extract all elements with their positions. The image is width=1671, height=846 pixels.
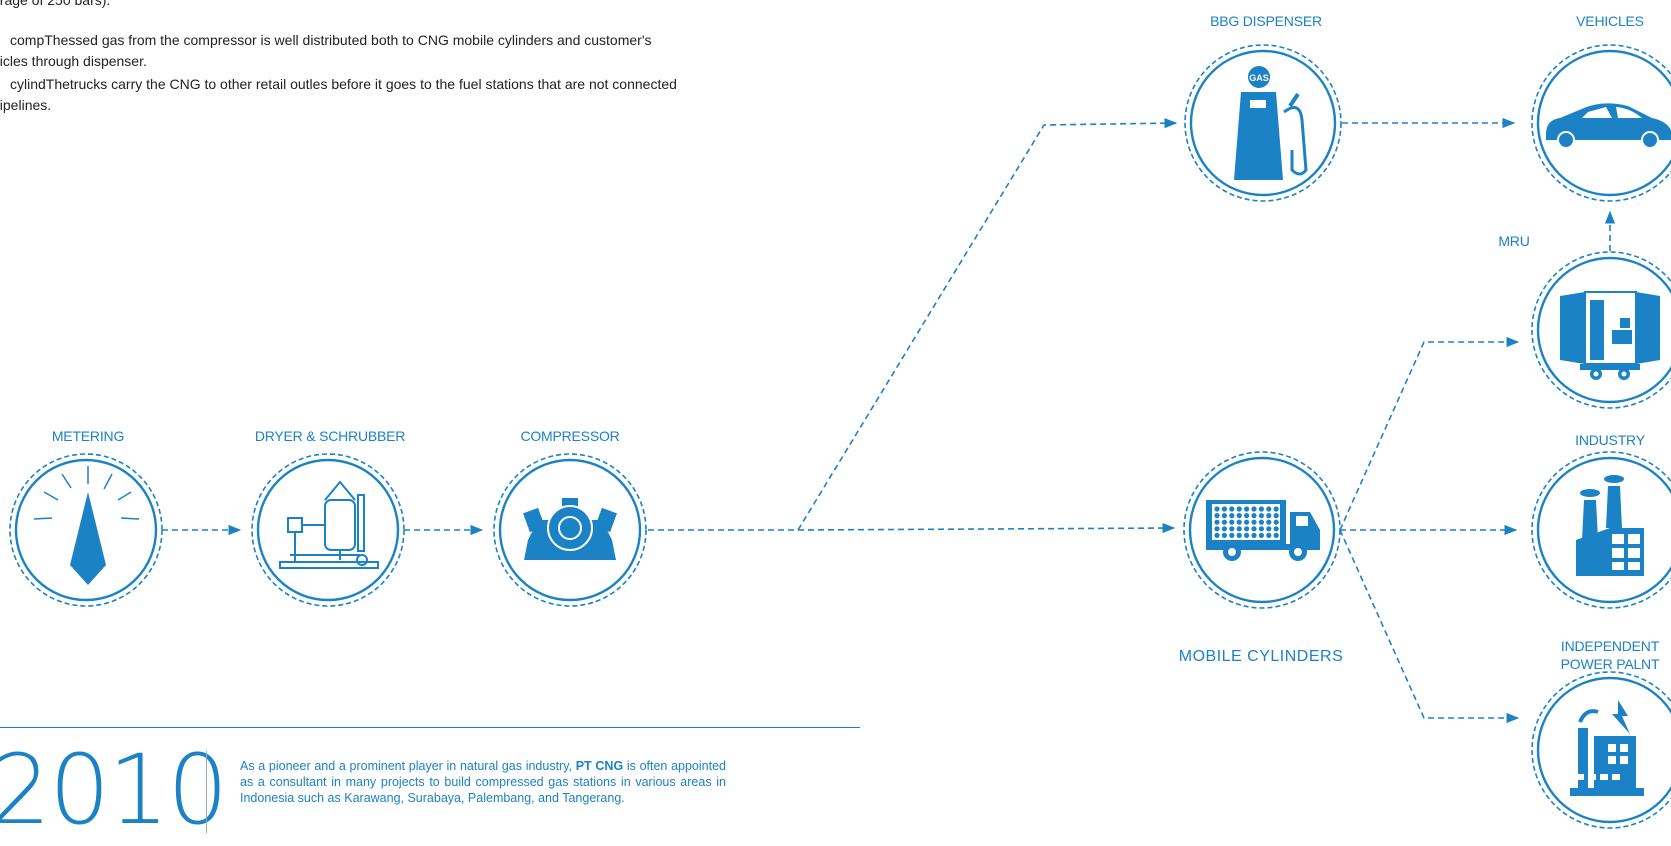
intro-text-2b: hicles through dispenser. xyxy=(0,53,147,69)
cylinder-dot xyxy=(1229,532,1235,539)
cylinder-dot xyxy=(1273,519,1279,525)
cylinder-dot xyxy=(1273,506,1279,512)
cylinder-dot xyxy=(1214,526,1220,532)
intro-text-1: erage of 250 bars). xyxy=(0,0,111,8)
cylinder-dot xyxy=(1229,506,1235,512)
cylinder-dot xyxy=(1244,532,1250,539)
cylinder-dot xyxy=(1229,519,1235,525)
desc-text-after: is often appointed as a consultant in ma… xyxy=(240,759,726,805)
meter-gauge-icon xyxy=(33,466,140,585)
cylinder-dot xyxy=(1236,506,1242,512)
node-mobile-cylinders xyxy=(1183,451,1341,609)
flow-arrows xyxy=(162,117,1616,724)
node-vehicles xyxy=(1531,44,1671,202)
node-mru xyxy=(1531,251,1671,409)
cylinder-dot xyxy=(1229,526,1235,532)
cylinder-dot xyxy=(1221,506,1227,512)
intro-paragraph-1: erage of 250 bars). xyxy=(0,0,722,11)
cylinder-dot xyxy=(1258,532,1264,539)
cylinder-dot xyxy=(1236,532,1242,539)
cylinder-dot xyxy=(1273,513,1279,519)
node-metering xyxy=(9,453,163,607)
factory-icon xyxy=(1576,475,1644,576)
label-dryer: DRYER & SCHRUBBER xyxy=(254,428,406,444)
timeline-divider xyxy=(206,751,207,833)
cylinder-dot xyxy=(1251,526,1257,532)
cylinder-dot xyxy=(1221,519,1227,525)
label-industry: INDUSTRY xyxy=(1575,432,1645,448)
cylinder-dot xyxy=(1244,506,1250,512)
cylinder-dot xyxy=(1229,513,1235,519)
label-ipp-line1: INDEPENDENT xyxy=(1560,638,1660,654)
label-metering: METERING xyxy=(51,428,125,444)
intro-paragraph-2: compThessed gas from the compressor is w… xyxy=(0,30,722,72)
label-ipp-line2: POWER PALNT xyxy=(1560,656,1660,672)
intro-text-3b: pipelines. xyxy=(0,97,52,113)
node-bbg-dispenser xyxy=(1184,44,1342,202)
cylinder-dot xyxy=(1251,513,1257,519)
arrow-cylinders-to-ipp xyxy=(1339,529,1520,724)
dryer-scrubber-icon xyxy=(279,480,379,569)
company-name: PT CNG xyxy=(575,759,624,773)
cylinder-dot xyxy=(1214,506,1220,512)
arrow-to-mobile-cylinders xyxy=(797,522,1176,534)
mobile-refueling-unit-icon xyxy=(1560,291,1660,380)
arrow-cylinders-to-mru xyxy=(1339,336,1520,531)
cylinder-dot xyxy=(1236,519,1242,525)
cylinder-dot xyxy=(1273,532,1279,539)
node-compressor xyxy=(493,453,647,607)
intro-text-2a: compThessed gas from the compressor is w… xyxy=(10,32,652,48)
cylinder-dot xyxy=(1221,513,1227,519)
cylinder-dot xyxy=(1221,532,1227,539)
label-mobile-cylinders: MOBILE CYLINDERS xyxy=(1178,648,1344,665)
label-independent-power-plant: INDEPENDENT POWER PALNT xyxy=(1490,637,1671,673)
label-bbg-dispenser: BBG DISPENSER xyxy=(1210,13,1322,29)
arrow-to-bbg-dispenser xyxy=(797,118,1178,531)
intro-text-3a: cylindThetrucks carry the CNG to other r… xyxy=(10,76,677,92)
cylinder-dot xyxy=(1266,526,1272,532)
compressor-icon xyxy=(523,498,617,560)
cylinder-dot xyxy=(1266,532,1272,539)
cylinder-dot xyxy=(1258,519,1264,525)
timeline-rule xyxy=(0,727,860,728)
car-icon xyxy=(1546,103,1671,149)
cylinder-dot xyxy=(1244,513,1250,519)
fuel-pump-icon xyxy=(1234,66,1308,180)
node-industry xyxy=(1531,451,1671,609)
label-compressor: COMPRESSOR xyxy=(520,428,620,444)
node-independent-power-plant xyxy=(1531,671,1671,829)
cng-truck-icon xyxy=(1206,500,1320,561)
cylinder-dot xyxy=(1251,519,1257,525)
cylinder-dot xyxy=(1214,519,1220,525)
cylinder-dot xyxy=(1258,513,1264,519)
label-mru: MRU xyxy=(1498,233,1530,249)
cylinder-dot xyxy=(1258,526,1264,532)
cylinder-dot xyxy=(1214,532,1220,539)
power-plant-icon xyxy=(1570,700,1644,796)
cylinder-dot xyxy=(1244,526,1250,532)
cylinder-dot xyxy=(1266,519,1272,525)
gas-sign-label: GAS xyxy=(1249,73,1269,83)
cylinder-dot xyxy=(1236,526,1242,532)
cylinder-dot xyxy=(1251,506,1257,512)
label-vehicles: VEHICLES xyxy=(1576,13,1644,29)
cylinder-dot xyxy=(1214,513,1220,519)
intro-paragraph-3: cylindThetrucks carry the CNG to other r… xyxy=(0,74,722,116)
cylinder-dot xyxy=(1266,513,1272,519)
cylinder-dot xyxy=(1266,506,1272,512)
cylinder-dot xyxy=(1221,526,1227,532)
timeline-description: As a pioneer and a prominent player in n… xyxy=(240,758,726,806)
cylinder-dot xyxy=(1244,519,1250,525)
cylinder-dot xyxy=(1273,526,1279,532)
cylinder-dot xyxy=(1236,513,1242,519)
cylinder-dot xyxy=(1258,506,1264,512)
timeline-year: 2010 xyxy=(0,734,228,846)
cylinder-dot xyxy=(1251,532,1257,539)
desc-text-before: As a pioneer and a prominent player in n… xyxy=(240,759,576,773)
node-dryer xyxy=(251,453,405,607)
